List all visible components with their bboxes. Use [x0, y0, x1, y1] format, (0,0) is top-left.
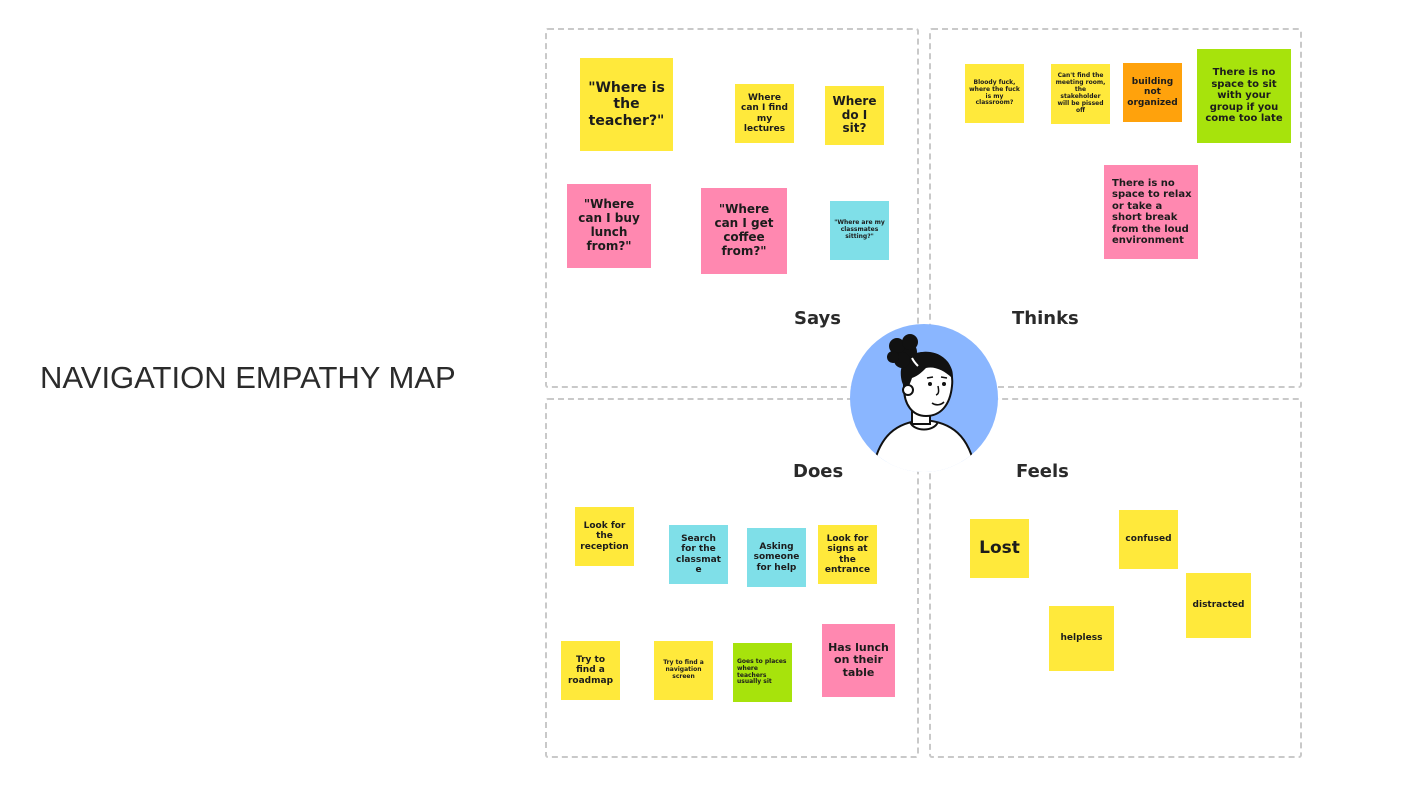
persona-avatar	[848, 322, 1000, 474]
sticky-note[interactable]: helpless	[1049, 606, 1114, 671]
sticky-note[interactable]: Where do I sit?	[825, 86, 884, 145]
sticky-note[interactable]: Where can I find my lectures	[735, 84, 794, 143]
sticky-note[interactable]: distracted	[1186, 573, 1251, 638]
person-icon	[850, 324, 998, 472]
sticky-note[interactable]: confused	[1119, 510, 1178, 569]
sticky-note[interactable]: "Where can I buy lunch from?"	[567, 184, 651, 268]
sticky-note[interactable]: Can't find the meeting room, the stakeho…	[1051, 64, 1110, 124]
quadrant-label-does: Does	[793, 461, 844, 482]
sticky-note[interactable]: "Where can I get coffee from?"	[701, 188, 787, 274]
sticky-note[interactable]: Goes to places where teachers usually si…	[733, 643, 792, 702]
sticky-note[interactable]: There is no space to relax or take a sho…	[1104, 165, 1198, 259]
quadrant-label-says: Says	[794, 308, 842, 329]
sticky-note[interactable]: There is no space to sit with your group…	[1197, 49, 1291, 143]
page-title: NAVIGATION EMPATHY MAP	[40, 360, 456, 395]
sticky-note[interactable]: Try to find a navigation screen	[654, 641, 713, 700]
sticky-note[interactable]: Lost	[970, 519, 1029, 578]
sticky-note[interactable]: Asking someone for help	[747, 528, 806, 587]
sticky-note[interactable]: Try to find a roadmap	[561, 641, 620, 700]
quadrant-label-feels: Feels	[1016, 461, 1069, 482]
sticky-note[interactable]: building not organized	[1123, 63, 1182, 122]
sticky-note[interactable]: Look for signs at the entrance	[818, 525, 877, 584]
sticky-note[interactable]: "Where is the teacher?"	[580, 58, 673, 151]
sticky-note[interactable]: Has lunch on their table	[822, 624, 895, 697]
sticky-note[interactable]: "Where are my classmates sitting?"	[830, 201, 889, 260]
sticky-note[interactable]: Bloody fuck, where the fuck is my classr…	[965, 64, 1024, 123]
quadrant-label-thinks: Thinks	[1012, 308, 1079, 329]
sticky-note[interactable]: Look for the reception	[575, 507, 634, 566]
sticky-note[interactable]: Search for the classmate	[669, 525, 728, 584]
